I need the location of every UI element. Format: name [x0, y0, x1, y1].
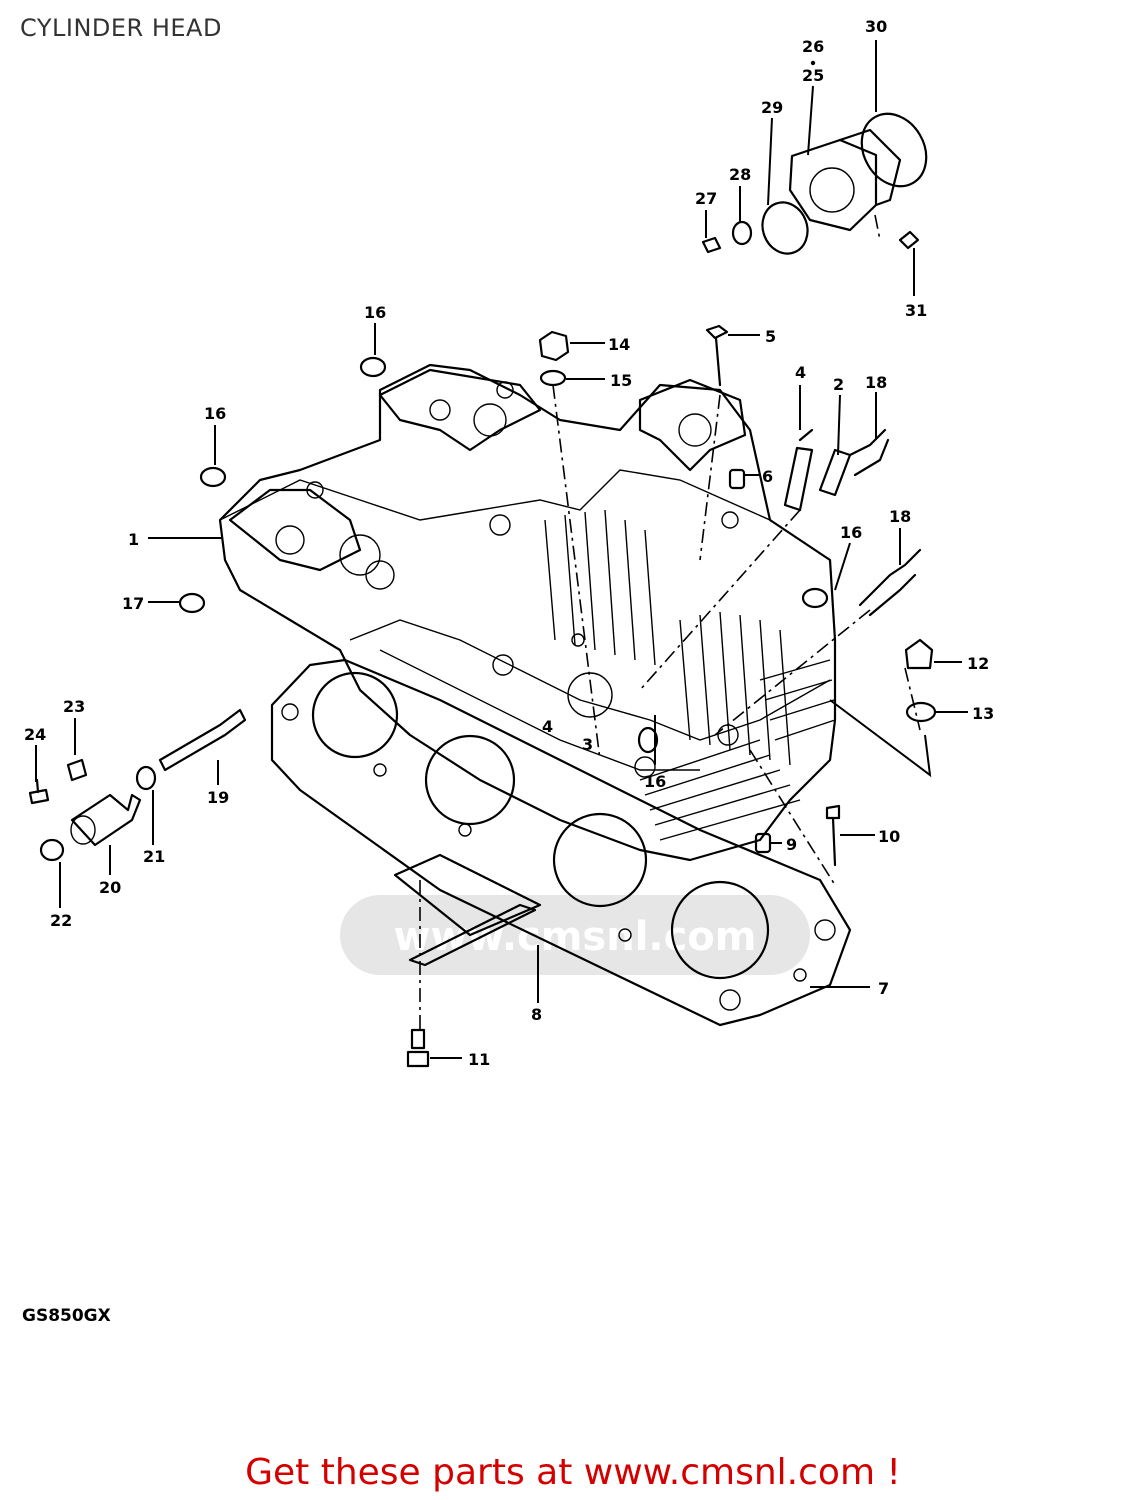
small-parts: [28, 112, 937, 1068]
callout-28: 28: [729, 165, 751, 184]
callout-11: 11: [468, 1050, 490, 1069]
callout-7: 7: [878, 979, 889, 998]
callout-20: 20: [99, 878, 121, 897]
callout-15: 15: [610, 371, 632, 390]
page-title: CYLINDER HEAD: [20, 14, 222, 42]
callout-16c: 16: [840, 523, 862, 542]
callout-25: 25: [802, 66, 824, 85]
cylinder-head-body: [218, 363, 837, 862]
callout-labels: 1 2 3 4 4 5 6 7 8 9 10 11 12 13 14 15 16…: [24, 17, 994, 1069]
callout-27: 27: [695, 189, 717, 208]
callout-30: 30: [865, 17, 887, 36]
callout-1: 1: [128, 530, 139, 549]
callout-18a: 18: [865, 373, 887, 392]
callout-26: 26: [802, 37, 824, 56]
callout-3: 3: [582, 735, 593, 754]
callout-4: 4: [795, 363, 806, 382]
callout-18b: 18: [889, 507, 911, 526]
callout-31: 31: [905, 301, 927, 320]
model-code: GS850GX: [22, 1306, 111, 1326]
callout-19: 19: [207, 788, 229, 807]
footer-link[interactable]: Get these parts at www.cmsnl.com !: [245, 1452, 901, 1493]
callout-16b: 16: [204, 404, 226, 423]
callout-24: 24: [24, 725, 46, 744]
callout-29: 29: [761, 98, 783, 117]
callout-6: 6: [762, 467, 773, 486]
callout-5: 5: [765, 327, 776, 346]
alignment-lines: [419, 214, 932, 1030]
callout-2: 2: [833, 375, 844, 394]
callout-4b: 4: [542, 717, 553, 736]
callout-17: 17: [122, 594, 144, 613]
watermark: www.cmsnl.com: [340, 895, 810, 975]
callout-16d: 16: [644, 772, 666, 791]
leader-lines: [35, 40, 968, 1059]
callout-10: 10: [878, 827, 900, 846]
callout-21: 21: [143, 847, 165, 866]
callout-13: 13: [972, 704, 994, 723]
head-gasket: [270, 658, 852, 1027]
callout-23: 23: [63, 697, 85, 716]
callout-22: 22: [50, 911, 72, 930]
callout-12: 12: [967, 654, 989, 673]
callout-14: 14: [608, 335, 630, 354]
callout-16a: 16: [364, 303, 386, 322]
callout-9: 9: [786, 835, 797, 854]
callout-8: 8: [531, 1005, 542, 1024]
